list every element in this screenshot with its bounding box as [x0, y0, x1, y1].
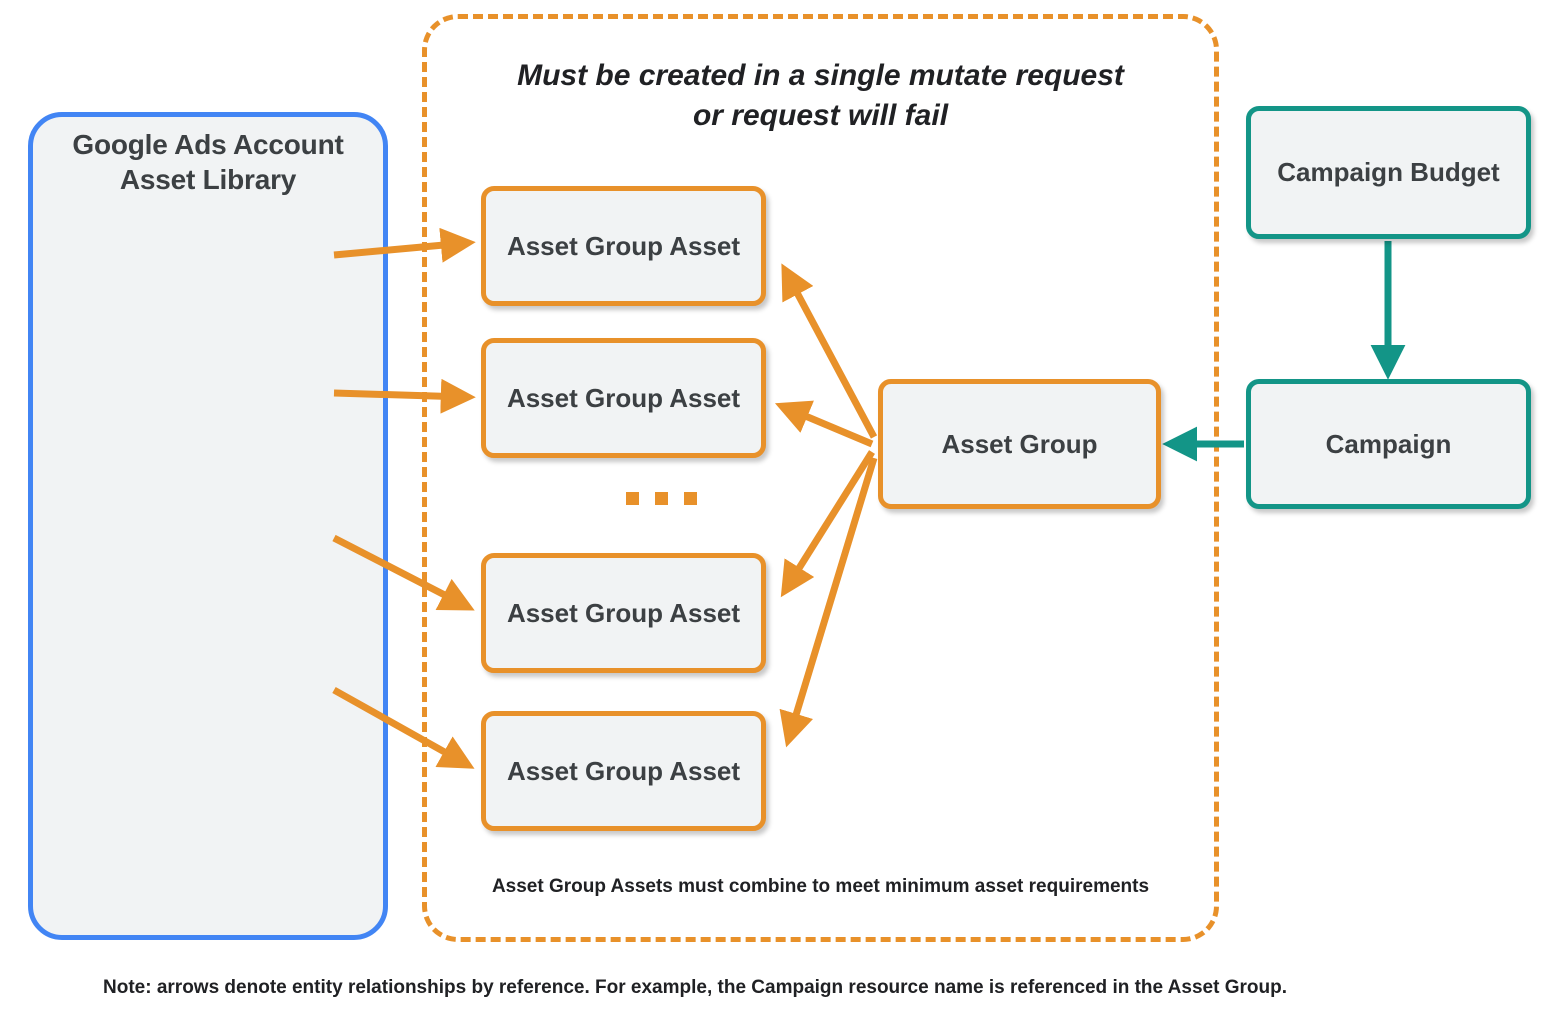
ellipsis-dot [684, 492, 697, 505]
campaign-node[interactable]: Campaign [1246, 379, 1531, 509]
library-title-line-1: Google Ads Account [72, 129, 344, 160]
asset-group-node[interactable]: Asset Group [878, 379, 1161, 509]
minimum-asset-requirements-note: Asset Group Assets must combine to meet … [491, 876, 1150, 897]
mutate-requirement-title: Must be created in a single mutate reque… [432, 56, 1209, 136]
ellipsis-indicator [626, 492, 697, 505]
asset-group-asset-node-1[interactable]: Asset Group Asset [481, 186, 766, 306]
library-panel-title: Google Ads Account Asset Library [33, 127, 383, 197]
mutate-title-line-2: or request will fail [692, 98, 949, 132]
ellipsis-dot [655, 492, 668, 505]
asset-group-asset-node-4[interactable]: Asset Group Asset [481, 711, 766, 831]
footer-note: Note: arrows denote entity relationships… [103, 977, 1287, 998]
google-ads-asset-library-panel: Google Ads Account Asset Library [28, 112, 388, 940]
asset-group-asset-node-2[interactable]: Asset Group Asset [481, 338, 766, 458]
mutate-title-line-1: Must be created in a single mutate reque… [517, 59, 1124, 92]
campaign-budget-node[interactable]: Campaign Budget [1246, 106, 1531, 239]
asset-group-asset-node-3[interactable]: Asset Group Asset [481, 553, 766, 673]
ellipsis-dot [626, 492, 639, 505]
library-title-line-2: Asset Library [119, 164, 297, 195]
